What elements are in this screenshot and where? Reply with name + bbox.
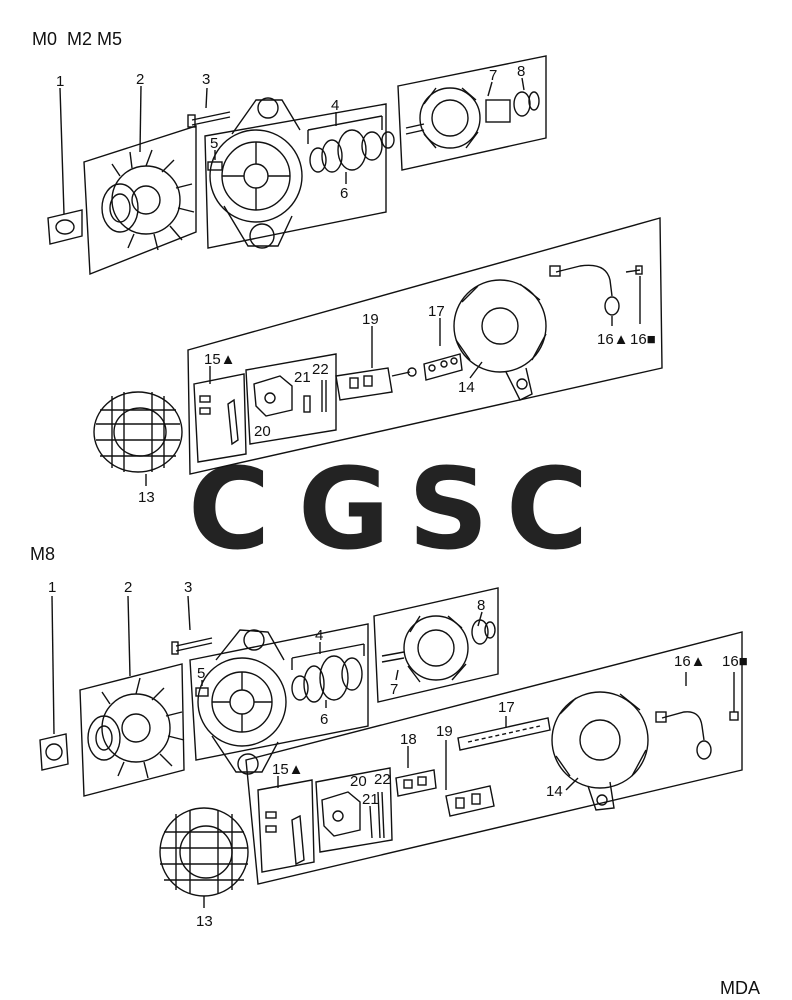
bottom-label-18: 18 xyxy=(400,731,417,748)
bottom-label-1: 1 xyxy=(48,579,56,596)
top-part-19-brush-holder xyxy=(335,326,417,401)
bottom-panel-15 xyxy=(257,779,315,873)
top-section-title: M0 M2 M5 xyxy=(32,29,122,49)
top-diagram xyxy=(47,55,663,486)
top-label-5: 5 xyxy=(210,135,218,152)
watermark-letter-3: S xyxy=(408,445,489,575)
top-label-14: 14 xyxy=(458,379,475,396)
bottom-front-housing xyxy=(197,629,287,775)
bottom-panel-rotor xyxy=(373,587,499,703)
bottom-part-1-washer xyxy=(39,595,69,771)
bottom-panel-20 xyxy=(315,767,393,853)
top-label-7: 7 xyxy=(489,67,497,84)
bottom-panel-pulley xyxy=(79,663,185,797)
bottom-label-20: 20 xyxy=(350,773,367,790)
bottom-label-13: 13 xyxy=(196,913,213,930)
top-label-8: 8 xyxy=(517,63,525,80)
top-panel-15 xyxy=(193,373,247,463)
top-part-14-rear-housing xyxy=(453,279,547,401)
top-part-16-lead xyxy=(549,264,643,326)
labels: M0 M2 M5 1 2 3 4 5 6 7 8 13 14 15▲ 16▲ 1… xyxy=(30,29,760,998)
bottom-label-21: 21 xyxy=(362,791,379,808)
footer-code: MDA xyxy=(720,978,760,998)
top-panel-housing xyxy=(204,103,387,249)
top-label-4: 4 xyxy=(331,97,339,114)
bottom-label-19: 19 xyxy=(436,723,453,740)
top-label-16a: 16▲ xyxy=(597,331,629,348)
top-label-2: 2 xyxy=(136,71,144,88)
top-label-19: 19 xyxy=(362,311,379,328)
bottom-part-3-bolt xyxy=(171,595,213,655)
top-panel-pulley xyxy=(83,125,197,276)
top-front-housing xyxy=(209,97,303,249)
bottom-part-2-pulley xyxy=(87,595,185,779)
bottom-label-16a: 16▲ xyxy=(674,653,706,670)
top-part-5-screw xyxy=(207,150,223,171)
watermark-letter-4: C xyxy=(506,445,588,575)
top-part-2-pulley xyxy=(101,85,195,251)
top-label-20: 20 xyxy=(254,423,271,440)
top-panel-20 xyxy=(245,353,337,445)
bottom-part-20-regulator xyxy=(321,791,385,839)
bottom-panel-housing xyxy=(189,623,369,761)
top-part-20-regulator xyxy=(253,375,327,417)
bottom-part-19-brush-holder xyxy=(445,740,495,817)
bottom-label-16b: 16■ xyxy=(722,653,748,670)
bottom-label-22: 22 xyxy=(374,771,391,788)
bottom-part-4-bearing xyxy=(291,642,365,708)
bottom-label-17: 17 xyxy=(498,699,515,716)
top-part-7-rotor xyxy=(405,77,540,149)
bottom-diagram xyxy=(39,587,743,908)
watermark-letter-1: C xyxy=(188,445,270,575)
bottom-label-6: 6 xyxy=(320,711,328,728)
bottom-label-8: 8 xyxy=(477,597,485,614)
top-label-16b: 16■ xyxy=(630,331,656,348)
bottom-section-title: M8 xyxy=(30,544,55,564)
top-label-13: 13 xyxy=(138,489,155,506)
bottom-part-14-rear-housing xyxy=(551,691,649,811)
bottom-part-17-rectifier xyxy=(457,716,551,751)
top-label-1: 1 xyxy=(56,73,64,90)
top-part-3-bolt xyxy=(187,87,231,128)
top-label-6: 6 xyxy=(340,185,348,202)
top-part-13-stator xyxy=(93,391,183,486)
bottom-label-14: 14 xyxy=(546,783,563,800)
bottom-label-4: 4 xyxy=(315,627,323,644)
bottom-label-15a: 15▲ xyxy=(272,761,304,778)
watermark: C G S C xyxy=(188,445,588,575)
bottom-part-13-stator xyxy=(159,807,249,908)
bottom-label-3: 3 xyxy=(184,579,192,596)
top-panel-rotor xyxy=(397,55,547,171)
bottom-part-15-kit xyxy=(265,776,305,866)
top-panel-stator xyxy=(187,217,663,475)
top-label-17: 17 xyxy=(428,303,445,320)
bottom-part-18-holder xyxy=(395,746,437,797)
top-label-22: 22 xyxy=(312,361,329,378)
top-part-15-kit xyxy=(199,366,239,446)
top-label-15a: 15▲ xyxy=(204,351,236,368)
top-part-1-washer xyxy=(47,87,83,245)
bottom-label-5: 5 xyxy=(197,665,205,682)
top-label-3: 3 xyxy=(202,71,210,88)
bottom-part-7-rotor xyxy=(381,611,496,683)
bottom-part-16-lead xyxy=(655,672,739,760)
top-part-4-bearing xyxy=(307,112,395,184)
top-part-17-rectifier xyxy=(423,318,463,381)
bottom-panel-stator xyxy=(245,631,743,885)
bottom-label-7: 7 xyxy=(390,681,398,698)
bottom-label-2: 2 xyxy=(124,579,132,596)
top-label-21: 21 xyxy=(294,369,311,386)
watermark-letter-2: G xyxy=(298,445,390,575)
